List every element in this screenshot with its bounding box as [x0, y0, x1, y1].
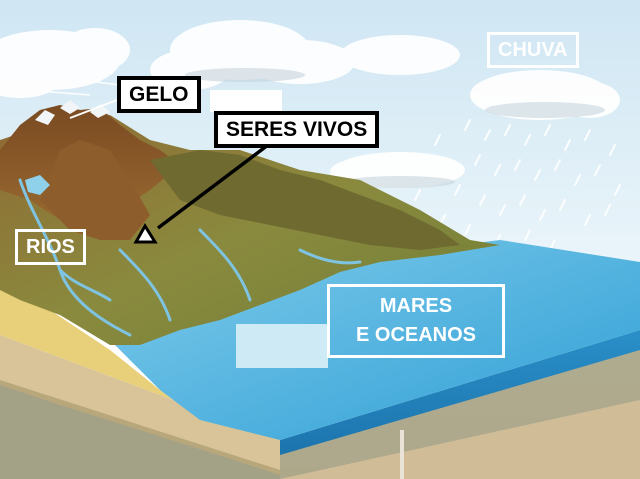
- label-mares-line1: MARES: [379, 295, 453, 317]
- sand-beach: [0, 290, 280, 440]
- label-seres-vivos: SERES VIVOS: [214, 111, 380, 148]
- label-rios: RIOS: [15, 229, 86, 265]
- gelo-pointer-line: [69, 99, 118, 119]
- cloud-shadows: [185, 68, 605, 188]
- sea-surface: [110, 240, 640, 440]
- wind-streaks: [0, 39, 121, 96]
- snow-caps: [35, 100, 110, 125]
- lower-strip: [400, 430, 404, 479]
- label-mares-line2: E OCEANOS: [355, 324, 477, 346]
- label-gelo: GELO: [117, 76, 201, 113]
- pebble-layer: [0, 385, 280, 479]
- label-mares-e-oceanos: MARES E OCEANOS: [327, 284, 505, 358]
- mountain-ridge: [40, 140, 150, 240]
- lake: [25, 175, 50, 195]
- seabed-soil: [280, 350, 640, 479]
- arrow-triangle: [133, 223, 158, 244]
- arrow-line: [156, 143, 270, 230]
- rivers: [18, 178, 362, 337]
- label-chuva: CHUVA: [487, 32, 579, 68]
- white-patch-top: [210, 90, 282, 112]
- white-patch-sea: [236, 324, 328, 368]
- rain-streaks: [414, 119, 621, 251]
